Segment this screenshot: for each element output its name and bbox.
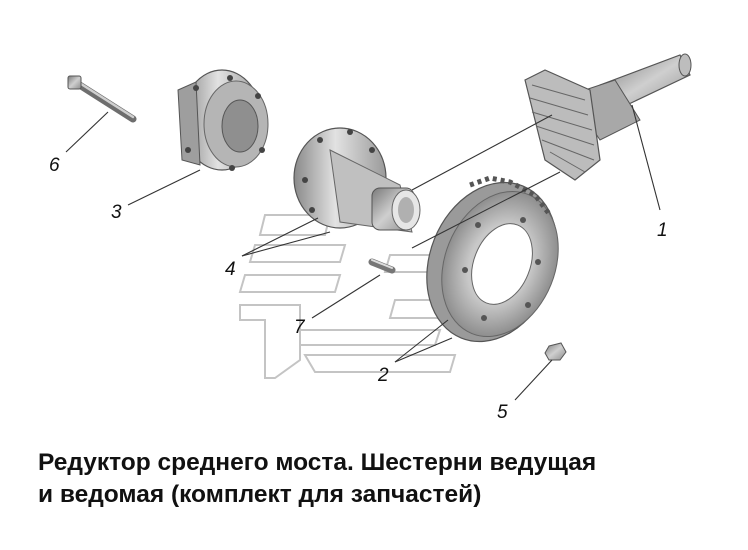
callout-7: 7 (294, 317, 306, 338)
leader-lines (65, 104, 661, 401)
caption-line-1: Редуктор среднего моста. Шестерни ведуща… (38, 449, 597, 476)
callout-6: 6 (49, 155, 60, 176)
differential-housing-part-3 (177, 69, 269, 171)
pin-part-7 (368, 258, 396, 274)
watermark-logo (238, 214, 457, 379)
drive-pinion-part-1 (524, 53, 692, 181)
callout-5: 5 (497, 402, 508, 423)
ring-gear-part-2 (426, 175, 559, 343)
callout-4: 4 (225, 259, 236, 280)
bolt-part-6 (67, 75, 137, 123)
diagram-caption: Редуктор среднего моста. Шестерни ведуща… (38, 447, 728, 511)
callout-1: 1 (657, 220, 668, 241)
nut-part-5 (544, 342, 567, 361)
caption-line-2: и ведомая (комплект для запчастей) (38, 481, 482, 508)
differential-housing-part-4 (293, 127, 421, 233)
callout-3: 3 (111, 202, 122, 223)
callout-2: 2 (377, 365, 389, 386)
